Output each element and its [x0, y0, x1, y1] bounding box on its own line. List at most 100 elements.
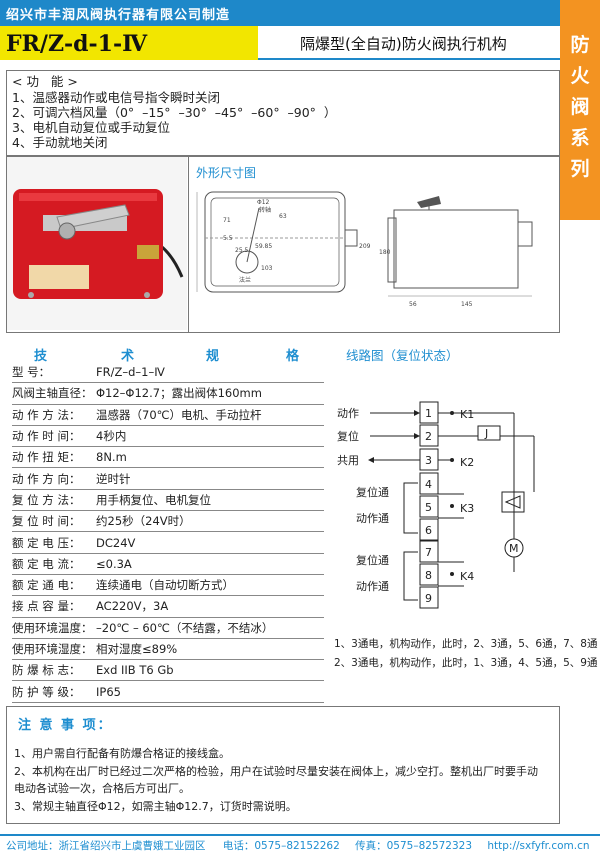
- terminal-number: 5: [425, 501, 432, 514]
- notes-title: 注 意 事 项：: [18, 718, 113, 733]
- terminal-number: 3: [425, 454, 432, 467]
- spec-label: 使用环境湿度：: [12, 638, 96, 661]
- spec-label: 动 作 时 间：: [12, 425, 96, 448]
- footer-address: 公司地址：浙江省绍兴市上虞曹娥工业园区: [6, 840, 206, 852]
- dim-label: 59.85: [255, 243, 272, 250]
- label-fuweitong: 复位通: [356, 485, 389, 499]
- dim-label: 56: [409, 301, 417, 308]
- footer-fax: 传真：0575–82572323: [355, 840, 473, 852]
- side-char: 列: [570, 158, 590, 180]
- terminal-number: 4: [425, 478, 432, 491]
- spec-row: 使用环境温度：–20℃ – 60℃（不结露，不结冰）: [12, 617, 324, 639]
- dim-label: 103: [261, 265, 273, 272]
- note-item: 2、本机构在出厂时已经过二次严格的检验，用户在试验时尽量安装在阀体上，减少空打。…: [14, 765, 538, 778]
- dim-label: 25.5: [235, 247, 249, 254]
- spec-row: 复 位 方 法：用手柄复位、电机复位: [12, 489, 324, 512]
- terminal-box: [419, 563, 439, 586]
- terminal-box: [419, 518, 439, 541]
- side-tab: [560, 0, 600, 220]
- spec-heading-char: 技: [34, 349, 48, 364]
- relay-label: K1: [460, 408, 474, 421]
- spec-value: Φ12–Φ12.7；露出阀体160mm: [96, 382, 324, 405]
- label-fuweitong: 复位通: [356, 553, 389, 567]
- note-item: 电动各试验一次，合格后方可出厂。: [14, 782, 190, 795]
- company-name: 绍兴市丰润风阀执行器有限公司制造: [6, 8, 231, 23]
- spec-label: 复 位 方 法：: [12, 489, 96, 512]
- terminal-number: 7: [425, 546, 432, 559]
- product-photo: [7, 157, 187, 330]
- spec-row: 动 作 时 间：4秒内: [12, 425, 324, 448]
- dimension-title: 外形尺寸图: [196, 166, 257, 180]
- spec-heading-char: 格: [286, 349, 300, 364]
- spec-value: 逆时针: [96, 467, 324, 490]
- dim-label: Φ12: [257, 199, 270, 206]
- spec-row: 风阀主轴直径：Φ12–Φ12.7；露出阀体160mm: [12, 382, 324, 405]
- terminal-number: 6: [425, 524, 432, 537]
- function-item: 1、温感器动作或电信号指令瞬时关闭: [12, 90, 220, 105]
- spec-value: 相对湿度≤89%: [96, 638, 324, 661]
- relay-label: K4: [460, 570, 474, 583]
- spec-row: 防 爆 标 志：Exd IIB T6 Gb: [12, 659, 324, 682]
- functions-section: [6, 70, 560, 156]
- side-char: 防: [570, 34, 590, 56]
- function-item: 2、可调六档风量（0° –15° –30° –45° –60° –90° ）: [12, 105, 337, 120]
- terminal-box: [419, 540, 439, 563]
- spec-row: 动 作 方 法：温感器（70℃）电机、手动拉杆: [12, 404, 324, 426]
- spec-row: 额 定 通 电：连续通电（自动切断方式）: [12, 574, 324, 597]
- note-item: 3、常规主轴直径Φ12，如需主轴Φ12.7，订货时需说明。: [14, 800, 297, 813]
- dimension-section: [188, 156, 560, 333]
- spec-row: 动 作 扭 矩：8N.m: [12, 446, 324, 469]
- title-underline: [258, 58, 560, 60]
- spec-label: 防 护 等 级：: [12, 680, 96, 703]
- side-char: 阀: [570, 96, 590, 118]
- circuit-note: 1、3通电，机构动作，此时，2、3通，5、6通，7、8通: [334, 638, 598, 650]
- notes-section: [6, 706, 560, 824]
- dim-label: 180: [379, 249, 391, 256]
- spec-value: –20℃ – 60℃（不结露，不结冰）: [96, 617, 324, 639]
- product-title: 隔爆型(全自动)防火阀执行机构: [300, 35, 507, 53]
- spec-row: 复 位 时 间：约25秒（24V时）: [12, 510, 324, 533]
- dim-label: 209: [359, 243, 371, 250]
- spec-row: 动 作 方 向：逆时针: [12, 467, 324, 490]
- spec-label: 额 定 通 电：: [12, 574, 96, 597]
- spec-value: FR/Z–d–1–Ⅳ: [96, 362, 324, 384]
- spec-row: 接 点 容 量：AC220V，3A: [12, 595, 324, 618]
- label-dongzuo: 动作: [337, 407, 359, 420]
- terminal-box: [419, 472, 439, 495]
- spec-row: 额 定 电 压：DC24V: [12, 531, 324, 554]
- spec-value: Exd IIB T6 Gb: [96, 659, 324, 682]
- spec-value: AC220V，3A: [96, 595, 324, 618]
- terminal-number: 8: [425, 569, 432, 582]
- label-dongzuotong: 动作通: [356, 580, 389, 593]
- terminal-number: 9: [425, 592, 432, 605]
- relay-label: J: [484, 427, 488, 440]
- spec-value: 8N.m: [96, 446, 324, 469]
- spec-value: 连续通电（自动切断方式）: [96, 574, 324, 597]
- label-gongyong: 共用: [337, 454, 359, 467]
- circuit-note: 2、3通电，机构动作，此时，1、3通，4、5通，5、9通: [334, 657, 598, 669]
- motor-label: M: [509, 542, 519, 555]
- dimension-drawing: 71 5.5 25.5 59.85 103 63 209 Φ12 转轴 法兰 1…: [196, 191, 533, 308]
- terminal-number: 2: [425, 430, 432, 443]
- footer-bar: [0, 834, 600, 853]
- spec-row: 型 号：FR/Z–d–1–Ⅳ: [12, 362, 324, 384]
- spec-value: ≤0.3A: [96, 553, 324, 575]
- terminal-box: [419, 495, 439, 518]
- footer: 公司地址：浙江省绍兴市上虞曹娥工业园区 电话：0575–82152262 传真：…: [6, 838, 590, 853]
- relay-label: K2: [460, 456, 474, 469]
- spec-label: 动 作 方 向：: [12, 467, 96, 490]
- spec-value: 温感器（70℃）电机、手动拉杆: [96, 404, 324, 426]
- circuit-title: 线路图（复位状态）: [346, 348, 459, 363]
- spec-row: 防 护 等 级：IP65: [12, 680, 324, 703]
- footer-website[interactable]: http://sxfyfr.com.cn: [487, 840, 590, 852]
- spec-row: 使用环境湿度：相对湿度≤89%: [12, 638, 324, 661]
- spec-label: 动 作 方 法：: [12, 404, 96, 426]
- spec-label: 接 点 容 量：: [12, 595, 96, 618]
- note-item: 1、用户需自行配备有防爆合格证的接线盒。: [14, 747, 230, 760]
- spec-label: 使用环境温度：: [12, 617, 96, 639]
- dim-label: 71: [223, 217, 231, 224]
- spec-heading-char: 规: [206, 349, 220, 364]
- side-tab-label: 防 火 阀 系 列: [560, 30, 600, 185]
- label-dongzuotong: 动作通: [356, 512, 389, 525]
- spec-value: IP65: [96, 680, 324, 703]
